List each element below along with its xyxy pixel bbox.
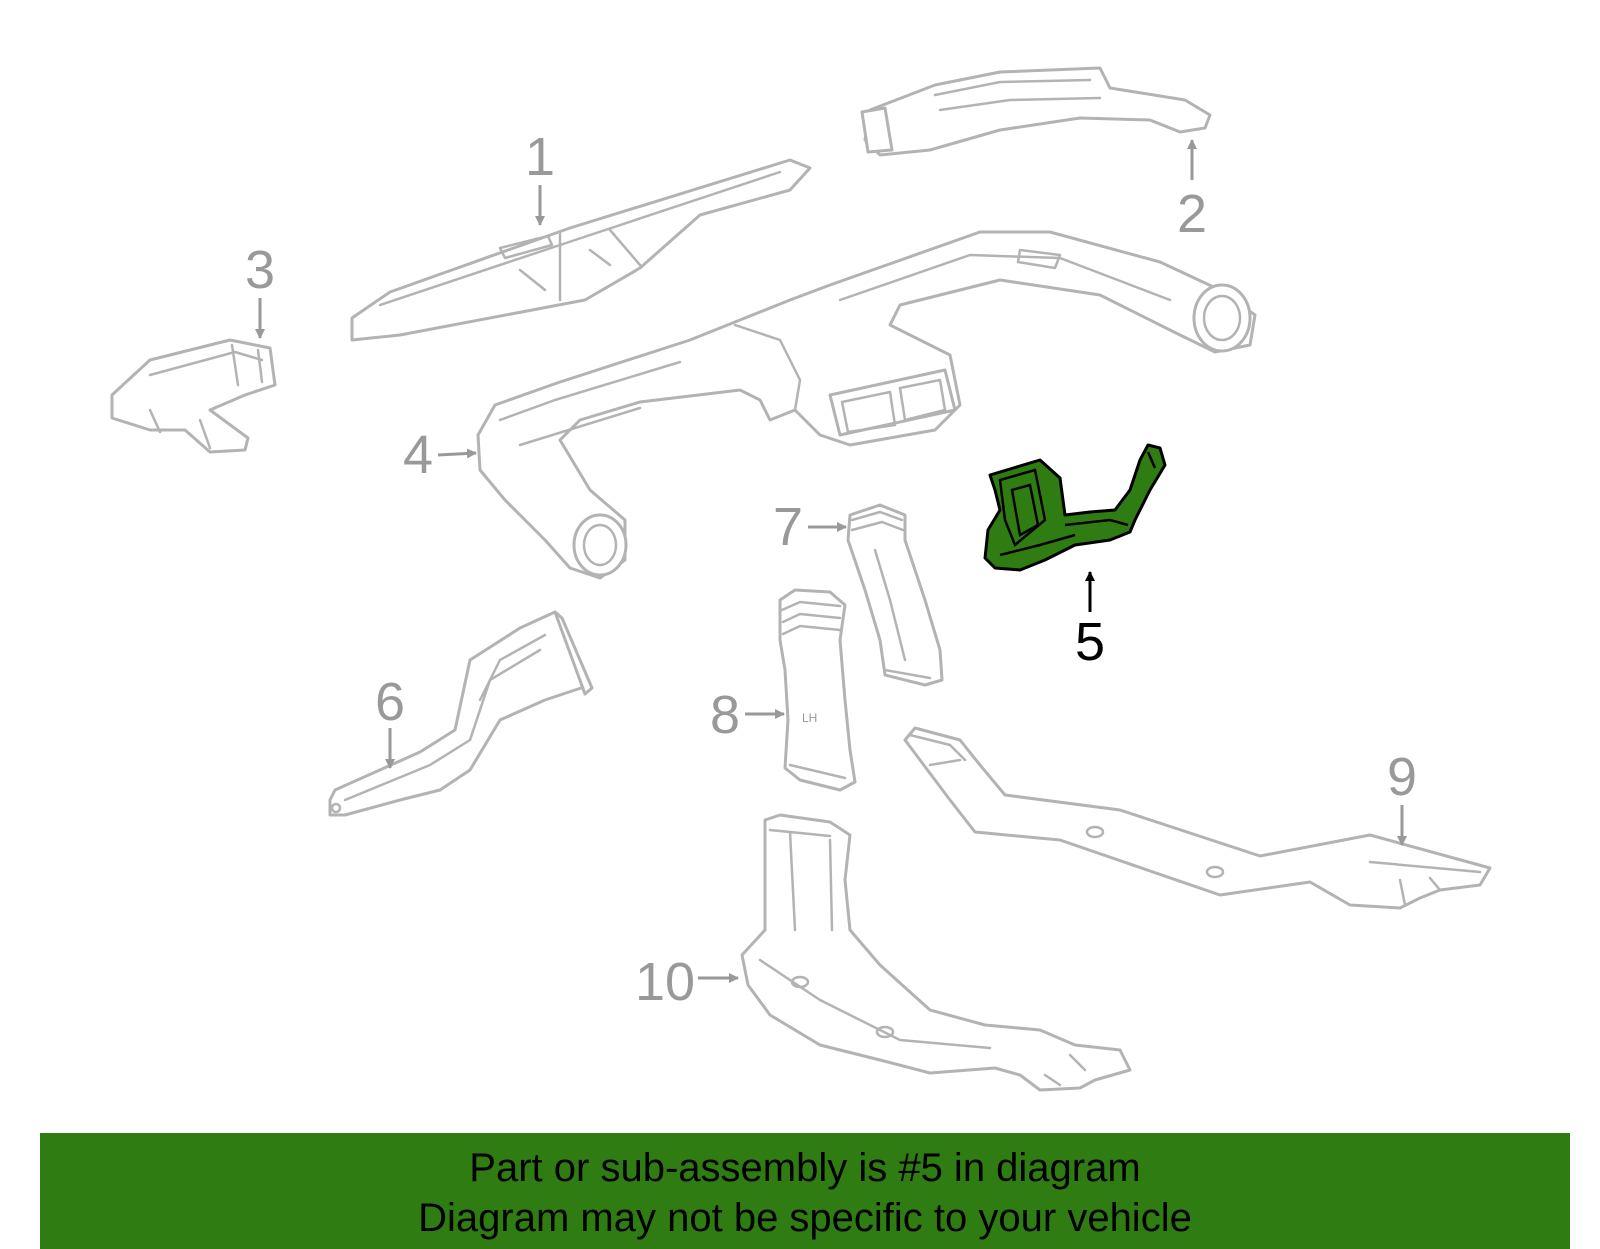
svg-text:1: 1 [525,127,555,187]
callout-6: 6 [375,672,405,769]
svg-text:5: 5 [1075,612,1105,672]
duct-diagram: LH 1 2 3 4 5 6 7 [110,66,1492,1092]
part-4-main-duct [476,230,1257,580]
svg-text:6: 6 [375,672,405,732]
svg-text:3: 3 [245,240,275,300]
part-2-side-duct [860,66,1212,157]
callout-10: 10 [635,952,739,1012]
svg-text:10: 10 [635,952,695,1012]
part-6-lower-duct [328,610,594,817]
lh-stamp: LH [802,711,817,725]
callout-8: 8 [710,685,785,745]
callout-9: 9 [1387,747,1417,846]
part-10-floor-duct [740,813,1132,1092]
part-3-vent [110,338,277,454]
callout-3: 3 [245,240,275,339]
svg-text:8: 8 [710,685,740,745]
svg-text:7: 7 [773,497,803,557]
svg-text:2: 2 [1177,184,1207,244]
callout-2: 2 [1177,139,1207,244]
part-9-floor-duct [903,726,1492,910]
part-8-lh-duct: LH [778,588,857,792]
part-5-highlighted-duct [983,443,1167,572]
svg-text:4: 4 [403,425,433,485]
callout-5: 5 [1075,571,1105,672]
part-1-defroster-duct [350,158,812,342]
banner-line-1: Part or sub-assembly is #5 in diagram [469,1146,1141,1190]
callout-7: 7 [773,497,847,557]
svg-text:9: 9 [1387,747,1417,807]
part-info-banner: Part or sub-assembly is #5 in diagram Di… [40,1133,1570,1249]
callout-1: 1 [525,127,555,226]
part-7-vertical-duct [846,503,944,687]
banner-line-2: Diagram may not be specific to your vehi… [418,1196,1192,1240]
callout-4: 4 [403,425,477,485]
